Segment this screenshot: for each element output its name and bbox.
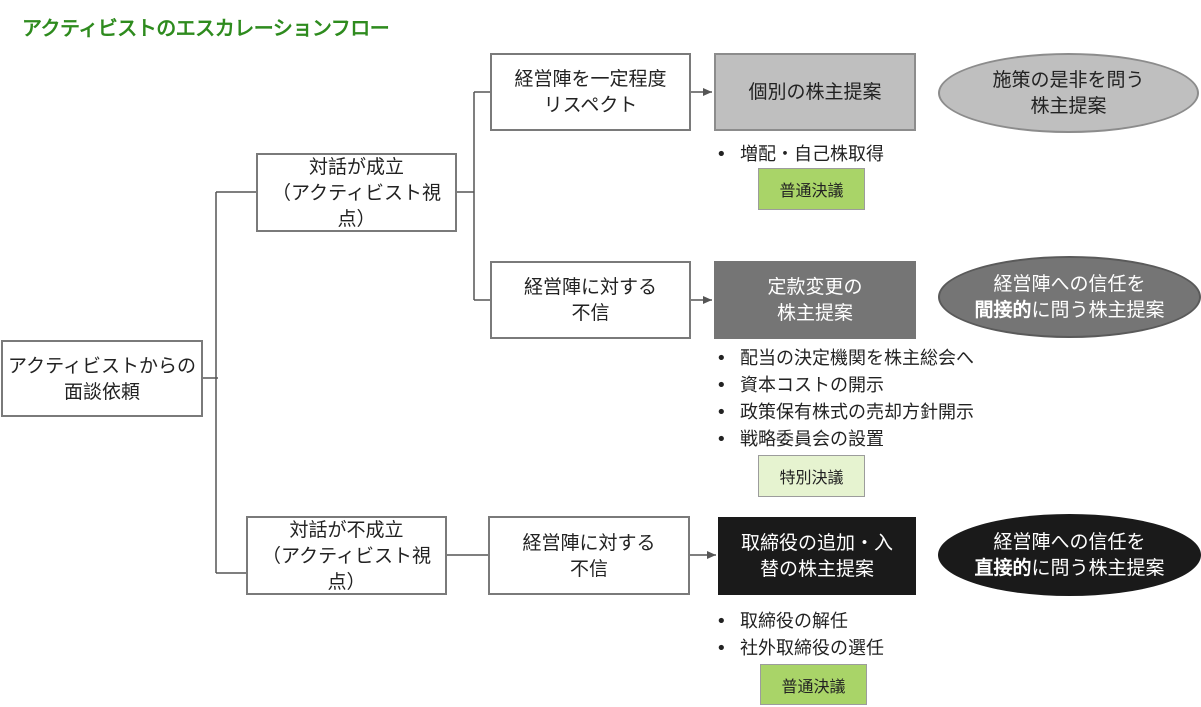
individual-proposal-items: 増配・自己株取得 — [716, 141, 884, 168]
oval-text-rest: に問う株主提案 — [1031, 557, 1165, 579]
policy-merit-oval: 施策の是非を問う 株主提案 — [938, 53, 1199, 133]
list-item: 戦略委員会の設置 — [716, 426, 974, 453]
emphasis-text: 直接的 — [974, 557, 1032, 579]
director-proposal-box: 取締役の追加・入 替の株主提案 — [718, 517, 916, 595]
list-item: 社外取締役の選任 — [716, 635, 884, 662]
dialogue-failure-node: 対話が不成立 （アクティビスト視点） — [246, 516, 447, 595]
oval-text-line: 直接的に問う株主提案 — [974, 555, 1164, 581]
root-node: アクティビストからの 面談依頼 — [1, 340, 203, 417]
oval-text-rest: に問う株主提案 — [1031, 299, 1165, 321]
list-item: 政策保有株式の売却方針開示 — [716, 399, 974, 426]
list-item: 増配・自己株取得 — [716, 141, 884, 168]
direct-confidence-oval: 経営陣への信任を 直接的に問う株主提案 — [938, 514, 1201, 596]
individual-proposal-box: 個別の株主提案 — [714, 53, 916, 131]
indirect-confidence-oval: 経営陣への信任を 間接的に問う株主提案 — [938, 256, 1201, 338]
articles-proposal-items: 配当の決定機関を株主総会へ 資本コストの開示 政策保有株式の売却方針開示 戦略委… — [716, 345, 974, 453]
list-item: 取締役の解任 — [716, 608, 884, 635]
ordinary-resolution-badge-directors: 普通決議 — [760, 664, 867, 705]
dialogue-success-node: 対話が成立 （アクティビスト視点） — [256, 153, 457, 232]
list-item: 配当の決定機関を株主総会へ — [716, 345, 974, 372]
articles-amendment-proposal-box: 定款変更の 株主提案 — [714, 261, 916, 339]
oval-text-line: 経営陣への信任を — [993, 531, 1146, 553]
ordinary-resolution-badge-individual: 普通決議 — [758, 168, 865, 210]
list-item: 資本コストの開示 — [716, 372, 974, 399]
emphasis-text: 間接的 — [974, 299, 1032, 321]
oval-text-line: 経営陣への信任を — [993, 273, 1146, 295]
special-resolution-badge-articles: 特別決議 — [758, 455, 865, 497]
distrust-management-node-a: 経営陣に対する 不信 — [490, 261, 691, 339]
oval-text-line: 株主提案 — [1030, 95, 1107, 117]
oval-text-line: 間接的に問う株主提案 — [974, 297, 1164, 323]
distrust-management-node-b: 経営陣に対する 不信 — [488, 516, 690, 595]
respect-management-node: 経営陣を一定程度 リスペクト — [490, 53, 691, 131]
diagram-title: アクティビストのエスカレーションフロー — [22, 16, 390, 40]
oval-text-line: 施策の是非を問う — [992, 69, 1145, 91]
director-proposal-items: 取締役の解任 社外取締役の選任 — [716, 608, 884, 662]
